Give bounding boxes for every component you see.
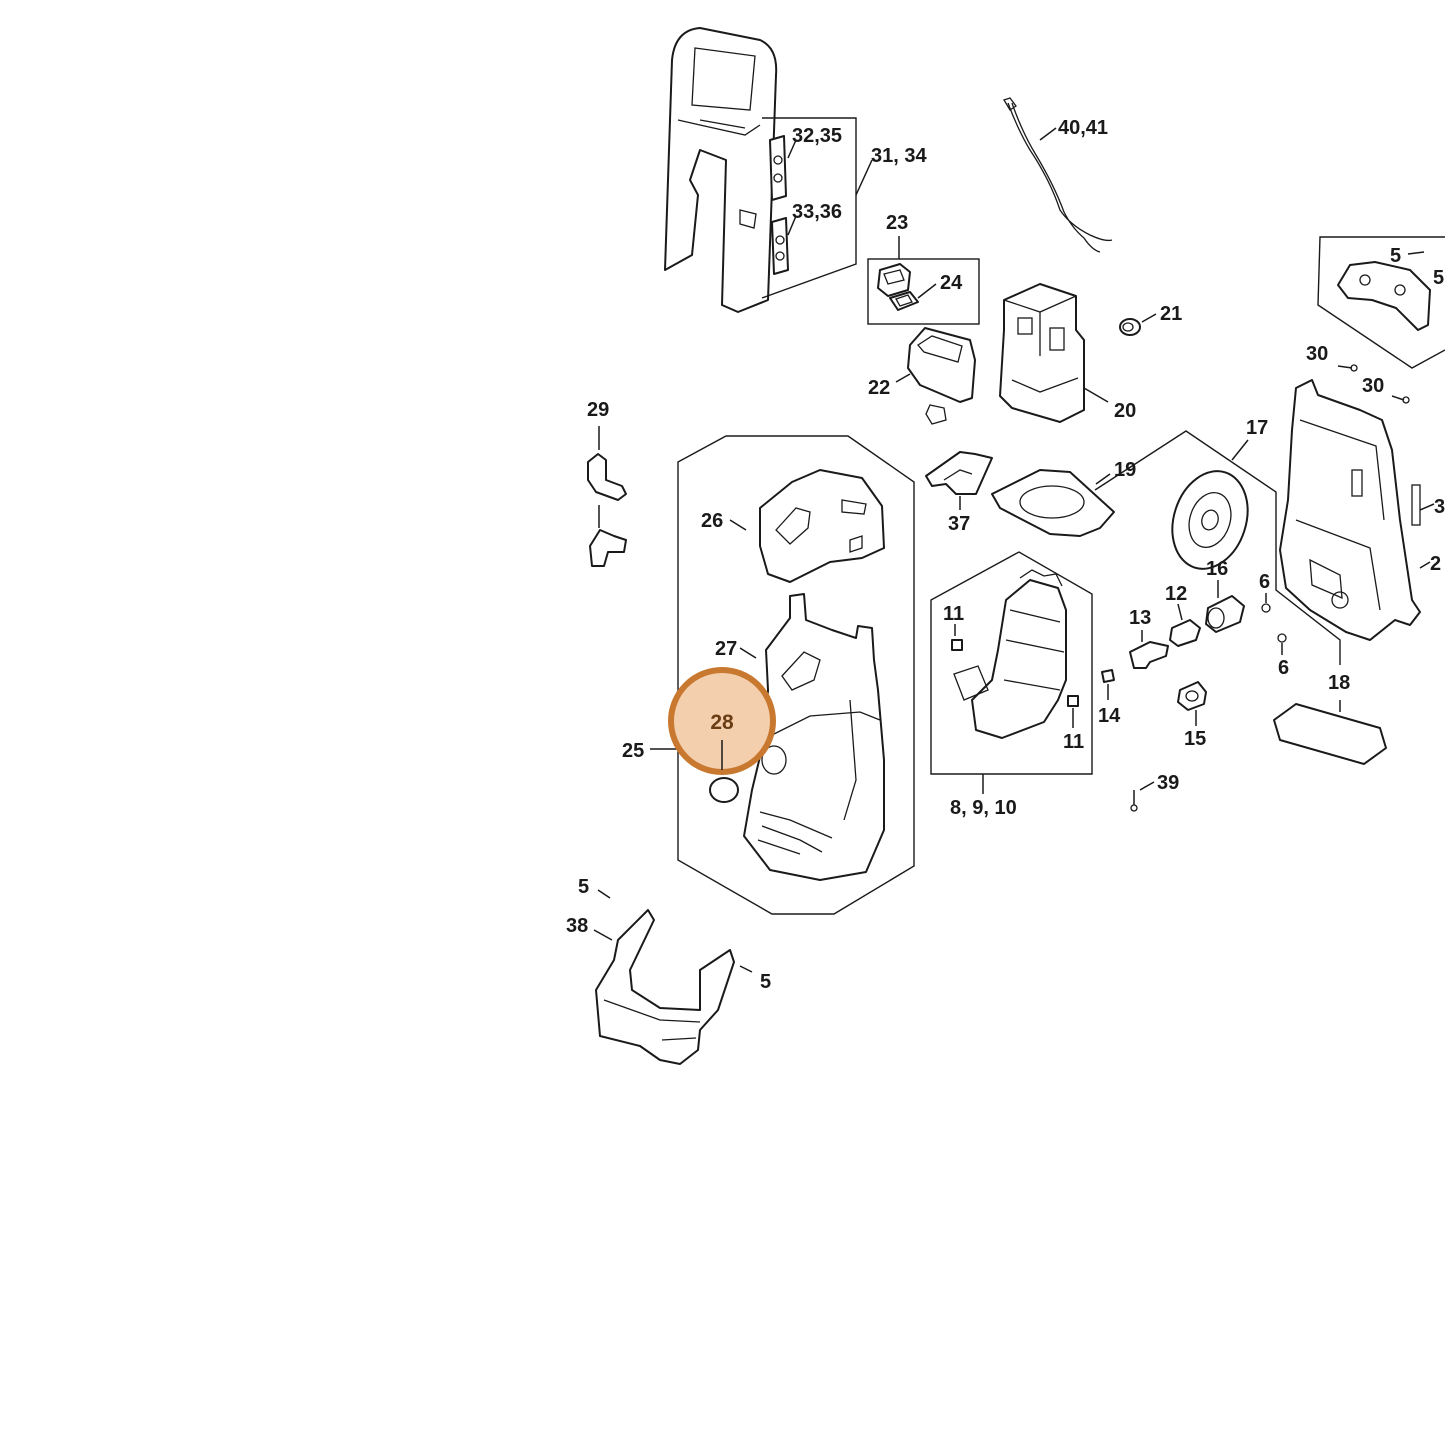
- label-30b: 30: [1362, 375, 1384, 397]
- clip-part-29: [587, 453, 627, 567]
- screw-6b: [1277, 633, 1287, 643]
- fan-part: [1171, 470, 1249, 570]
- label-17: 17: [1246, 417, 1268, 439]
- group-bracket-17: [1094, 430, 1341, 665]
- frame-part: [1279, 379, 1421, 641]
- label-33: 33,36: [792, 201, 842, 223]
- screw-part-14: [1101, 669, 1115, 683]
- label-13: 13: [1129, 607, 1151, 629]
- cable-part: [1003, 97, 1113, 253]
- label-6a: 6: [1259, 571, 1270, 593]
- highlight-label-28: 28: [710, 711, 734, 734]
- label-5-left: 5: [578, 876, 589, 898]
- switch-part: [877, 263, 911, 297]
- switch-housing-part: [907, 327, 976, 425]
- label-18: 18: [1328, 672, 1350, 694]
- label-6b: 6: [1278, 657, 1289, 679]
- label-23: 23: [886, 212, 908, 234]
- label-25: 25: [622, 740, 644, 762]
- holder-part-37: [925, 451, 993, 495]
- label-5-edge: 5: [1433, 267, 1444, 289]
- label-8-9-10: 8, 9, 10: [950, 797, 1017, 819]
- cover-part-26: [759, 469, 885, 583]
- fitting-part-13: [1129, 641, 1169, 669]
- pad-part-18: [1273, 703, 1387, 765]
- nut-part-11a: [951, 639, 963, 651]
- pump-part: [953, 569, 1067, 739]
- label-31: 31, 34: [871, 145, 927, 167]
- group-bracket-31: [761, 117, 857, 299]
- cap-part-21: [1119, 318, 1141, 336]
- screw-6a: [1261, 603, 1271, 613]
- label-26: 26: [701, 510, 723, 532]
- label-sticker-33: [771, 217, 789, 275]
- fitting-part-16: [1205, 595, 1245, 633]
- handle-part: [664, 27, 778, 313]
- label-12: 12: [1165, 583, 1187, 605]
- label-21: 21: [1160, 303, 1182, 325]
- pin-39: [1130, 804, 1138, 812]
- group-bracket-5-top: [1317, 236, 1445, 369]
- label-38: 38: [566, 915, 588, 937]
- label-11b: 11: [1063, 731, 1084, 753]
- seal-part-24: [889, 291, 919, 311]
- label-3-edge: 3: [1434, 496, 1445, 518]
- group-box-23: [867, 258, 980, 325]
- label-37: 37: [948, 513, 970, 535]
- screw-30b: [1402, 396, 1410, 404]
- nut-part-11b: [1067, 695, 1079, 707]
- label-14: 14: [1098, 705, 1121, 727]
- screw-30a: [1350, 364, 1358, 372]
- fitting-part-12: [1169, 619, 1201, 647]
- label-sticker-32: [769, 135, 787, 201]
- label-5-top: 5: [1390, 245, 1401, 267]
- group-bracket-8: [930, 551, 1093, 775]
- label-39: 39: [1157, 772, 1179, 794]
- label-15: 15: [1184, 728, 1206, 750]
- label-5-bottom: 5: [760, 971, 771, 993]
- label-16: 16: [1206, 558, 1228, 580]
- cap-part-28: [709, 777, 739, 803]
- bracket-part-top-right: [1337, 261, 1431, 331]
- fitting-part-15: [1177, 681, 1207, 711]
- label-19: 19: [1114, 459, 1136, 481]
- pad-part-19: [991, 469, 1115, 537]
- label-40: 40,41: [1058, 117, 1108, 139]
- housing-part-27: [743, 593, 885, 881]
- label-30a: 30: [1306, 343, 1328, 365]
- label-11a: 11: [943, 603, 964, 625]
- label-32: 32,35: [792, 125, 842, 147]
- label-20: 20: [1114, 400, 1136, 422]
- label-22: 22: [868, 377, 890, 399]
- label-24: 24: [940, 272, 963, 294]
- highlight-marker-28[interactable]: 28: [668, 667, 776, 775]
- label-27: 27: [715, 638, 737, 660]
- motor-housing-part: [999, 283, 1085, 423]
- label-29: 29: [587, 399, 609, 421]
- label-2-edge: 2: [1430, 553, 1441, 575]
- group-bracket-25: [677, 435, 915, 915]
- stand-part-38: [595, 909, 735, 1065]
